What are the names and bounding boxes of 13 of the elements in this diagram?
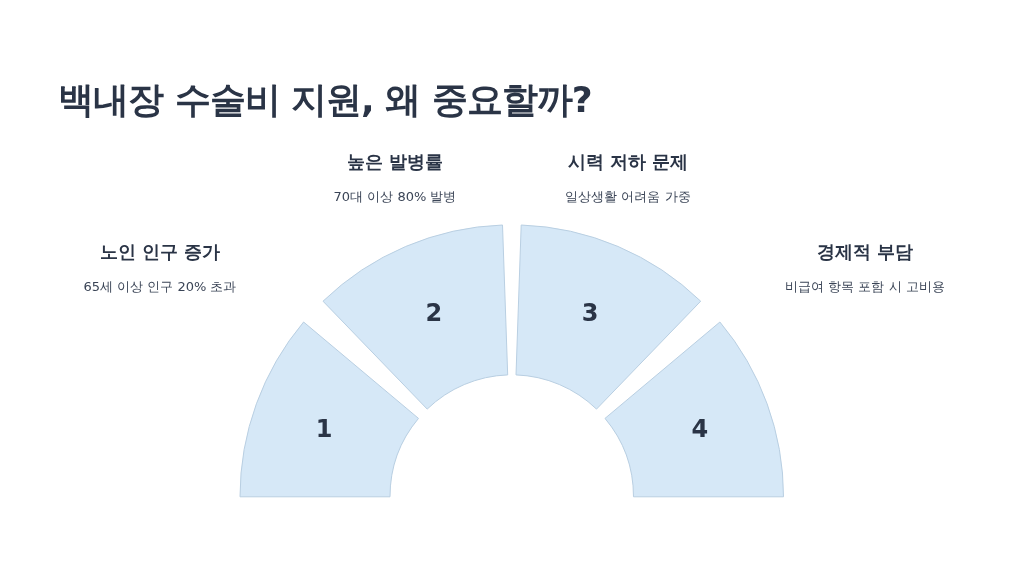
step-number: 2 (425, 298, 443, 327)
step-number: 1 (315, 414, 333, 443)
step-heading: 경제적 부담 (816, 240, 914, 264)
step-number: 4 (691, 414, 709, 443)
step-description: 비급여 항목 포함 시 고비용 (785, 278, 945, 296)
step-heading: 노인 인구 증가 (99, 240, 221, 264)
title: 백내장 수술비 지원, 왜 중요할까? (58, 78, 592, 122)
step-number: 3 (581, 298, 599, 327)
step-heading: 시력 저하 문제 (567, 150, 689, 174)
step-description: 일상생활 어려움 가중 (565, 188, 691, 206)
step-description: 65세 이상 인구 20% 초과 (83, 278, 237, 296)
step-description: 70대 이상 80% 발병 (333, 188, 457, 206)
step-heading: 높은 발병률 (346, 150, 444, 174)
